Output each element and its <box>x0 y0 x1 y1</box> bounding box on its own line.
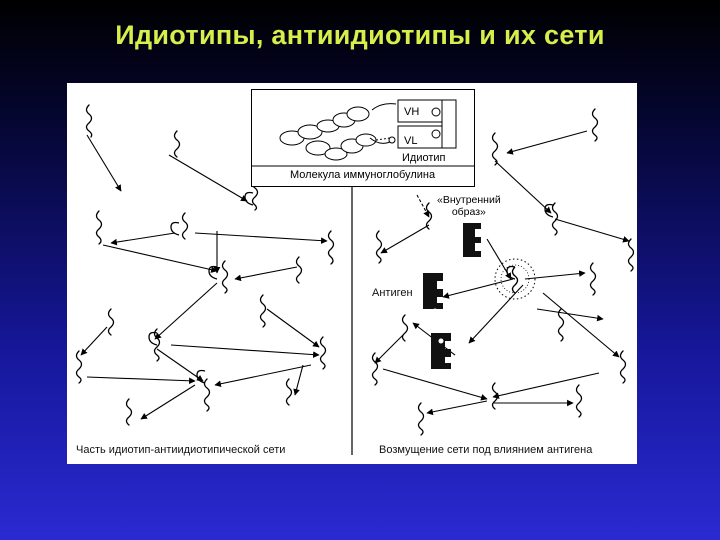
antibody-wavy-icon <box>203 378 211 412</box>
antigen-dot-icon <box>432 308 438 314</box>
network-arrow <box>374 334 404 364</box>
network-arrow <box>524 270 586 280</box>
antibody-wavy-icon <box>125 398 133 426</box>
internal-image-block <box>463 223 481 257</box>
slide-title: Идиотипы, антиидиотипы и их сети <box>115 20 605 50</box>
left-panel-caption: Часть идиотип-антиидиотипической сети <box>76 444 286 456</box>
antigen-label: Антиген <box>372 287 413 299</box>
idiotype-label: Идиотип <box>402 152 446 164</box>
antibody-wavy-icon <box>221 260 229 294</box>
network-arrow <box>86 376 196 385</box>
antibody-wavy-icon <box>295 256 303 284</box>
network-arrow <box>492 372 600 399</box>
network-arrow <box>234 266 298 282</box>
network-arrow <box>536 308 604 322</box>
network-arrow <box>426 400 488 416</box>
antibody-wavy-icon <box>401 314 409 342</box>
network-arrow <box>168 154 248 202</box>
vh-label: VH <box>404 106 420 118</box>
network-arrow <box>266 308 320 348</box>
molecule-caption: Молекула иммуноглобулина <box>290 169 436 181</box>
antibody-wavy-icon <box>85 104 93 138</box>
antibody-wavy-icon <box>327 230 335 265</box>
network-diagram <box>75 104 635 455</box>
network-arrow <box>554 218 630 243</box>
antibody-wavy-icon <box>95 210 103 245</box>
idiotype-binder-icon <box>196 369 206 384</box>
immunoglobulin-molecule-drawing <box>252 99 474 167</box>
network-arrow <box>194 232 328 244</box>
idiotype-binder-icon <box>148 331 158 346</box>
network-arrow <box>156 348 204 382</box>
network-arrow <box>468 284 524 344</box>
network-arrow <box>416 194 430 218</box>
network-arrow <box>170 344 320 358</box>
antibody-wavy-icon <box>557 308 565 342</box>
right-panel-caption: Возмущение сети под влиянием антигена <box>379 444 593 456</box>
idiotype-binder-icon <box>208 265 218 280</box>
network-arrow <box>382 368 488 401</box>
network-arrow <box>442 278 514 299</box>
antibody-wavy-icon <box>425 202 433 230</box>
idiotype-binder-icon <box>170 221 180 236</box>
network-arrow <box>494 160 552 214</box>
antibody-wavy-icon <box>627 238 635 272</box>
internal-image-label-line2: образ» <box>451 206 486 218</box>
antibody-wavy-icon <box>181 212 189 240</box>
network-arrow <box>380 224 430 254</box>
network-arrow <box>542 292 620 358</box>
antibody-wavy-icon <box>417 402 425 436</box>
antigen-block-lower <box>431 333 451 369</box>
network-arrow <box>86 134 122 192</box>
antigen-dot-icon <box>438 338 444 344</box>
immunoglobulin-molecule-inset: VH VL Идиотип Молекула иммуноглобулина <box>251 89 475 187</box>
network-arrow <box>506 130 588 155</box>
vl-label: VL <box>404 135 418 147</box>
antibody-wavy-icon <box>173 130 181 158</box>
idiotype-binder-icon <box>244 191 254 206</box>
antibody-wavy-icon <box>285 378 293 406</box>
network-arrow <box>140 384 196 420</box>
antibody-wavy-icon <box>591 108 599 142</box>
antibody-wavy-icon <box>75 350 83 384</box>
idiotype-binder-icon <box>544 203 554 218</box>
antibody-wavy-icon <box>319 336 327 370</box>
antibody-wavy-icon <box>575 384 583 418</box>
antibody-wavy-icon <box>491 382 499 410</box>
network-arrow <box>110 232 176 246</box>
network-arrow <box>102 244 218 273</box>
antibody-wavy-icon <box>259 294 267 328</box>
antibody-wavy-icon <box>107 308 115 336</box>
antibody-wavy-icon <box>619 350 627 384</box>
stimulated-antibody <box>494 258 536 300</box>
antibody-wavy-icon <box>153 328 161 362</box>
internal-image-label: «Внутренний образ» <box>437 194 501 218</box>
antibody-wavy-icon <box>371 352 379 386</box>
network-arrow <box>80 326 108 356</box>
antibody-wavy-icon <box>551 202 559 236</box>
network-arrow <box>154 282 218 340</box>
antibody-wavy-icon <box>375 230 383 264</box>
network-arrow <box>214 364 312 388</box>
antigen-block <box>423 273 443 309</box>
internal-image-label-line1: «Внутренний <box>437 194 501 206</box>
network-arrow <box>293 364 304 396</box>
antibody-wavy-icon <box>491 132 499 166</box>
antibody-wavy-icon <box>589 262 597 296</box>
idiotype-network-figure: VH VL Идиотип Молекула иммуноглобулина «… <box>67 83 637 464</box>
